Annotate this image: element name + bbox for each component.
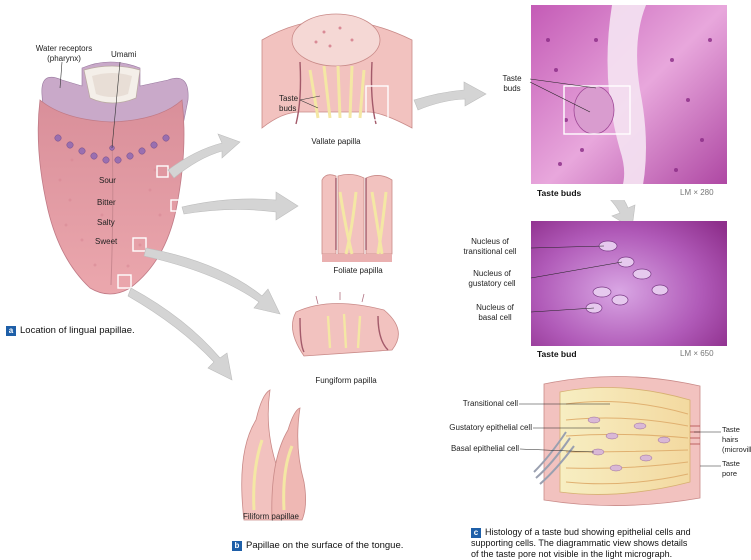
arrow-to-fungiform (143, 247, 281, 315)
badge-c: c (471, 528, 481, 538)
label-foliate-papilla: Foliate papilla (333, 266, 383, 275)
label-nucleus-gustatory: Nucleus of gustatory cell (468, 269, 516, 288)
caption-panel-b: b Papillae on the surface of the tongue. (232, 540, 403, 551)
label-filiform-papillae: Filiform papillae (242, 512, 300, 521)
micrograph-taste-buds (529, 5, 727, 200)
badge-b: b (232, 541, 242, 551)
filiform-papillae (241, 389, 306, 521)
label-vallate-papilla: Vallate papilla (311, 137, 361, 146)
arrow-to-foliate (181, 191, 299, 221)
label-umami: Umami (111, 50, 137, 59)
vallate-papilla (261, 13, 413, 129)
arrow-to-vallate (167, 133, 241, 179)
label-transitional-cell: Transitional cell (462, 399, 518, 408)
fungiform-papilla (292, 292, 399, 357)
label-water-receptors: Water receptors (pharynx) (35, 44, 93, 63)
label-salty: Salty (97, 218, 115, 227)
label-bitter: Bitter (97, 198, 116, 207)
micrograph-2-label: Taste bud (537, 349, 577, 359)
label-sweet: Sweet (95, 237, 118, 246)
taste-bud-diagram (519, 376, 721, 506)
label-taste-buds-micrograph-pointer: Taste buds (502, 74, 522, 93)
tongue-illustration (37, 61, 189, 295)
label-taste-pore: Taste pore (722, 459, 740, 478)
micrograph-1-magnification: LM × 280 (680, 188, 714, 197)
caption-c-text: Histology of a taste bud showing epithel… (471, 527, 691, 559)
foliate-papilla (321, 174, 393, 262)
arrow-to-micrograph (413, 81, 487, 111)
caption-a-text: Location of lingual papillae. (20, 325, 135, 336)
label-taste-hairs: Taste hairs (microvilli) (722, 425, 751, 454)
label-nucleus-transitional: Nucleus of transitional cell (463, 237, 517, 256)
label-gustatory-epithelial-cell: Gustatory epithelial cell (449, 423, 532, 432)
label-nucleus-basal: Nucleus of basal cell (476, 303, 514, 322)
arrow-to-filiform (127, 287, 233, 381)
label-sour: Sour (99, 176, 116, 185)
micrograph-1-label: Taste buds (537, 188, 582, 198)
micrograph-taste-bud (530, 221, 727, 362)
label-basal-epithelial-cell: Basal epithelial cell (450, 444, 519, 453)
label-taste-buds-vallate: Taste buds (279, 94, 299, 113)
micrograph-2-magnification: LM × 650 (680, 349, 714, 358)
badge-a: a (6, 326, 16, 336)
label-fungiform-papilla: Fungiform papilla (315, 376, 377, 385)
caption-panel-a: a Location of lingual papillae. (6, 325, 135, 336)
caption-b-text: Papillae on the surface of the tongue. (246, 540, 404, 551)
